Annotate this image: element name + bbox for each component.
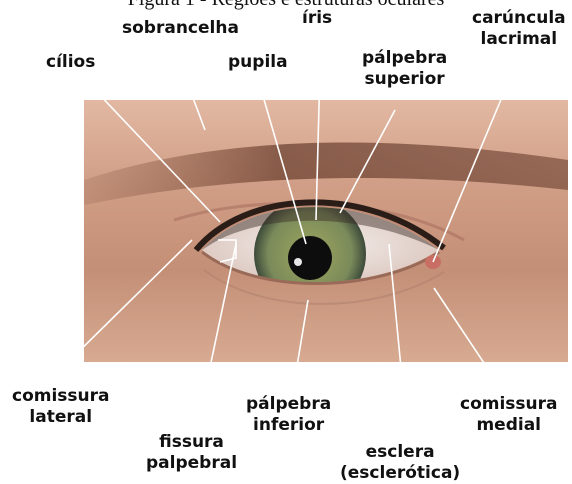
label-palpebra-superior: pálpebra superior <box>362 48 447 90</box>
leader-pupila <box>256 72 306 244</box>
leader-comissura-medial <box>434 288 498 384</box>
leader-cilios <box>78 72 220 222</box>
label-caruncula-lacrimal: carúncula lacrimal <box>472 8 566 50</box>
leader-caruncula <box>433 90 505 262</box>
label-esclera: esclera (esclerótica) <box>340 442 460 484</box>
label-pupila: pupila <box>228 52 288 73</box>
label-cilios: cílios <box>46 52 95 73</box>
label-comissura-lateral: comissura lateral <box>12 386 110 428</box>
palpebral-fissure-marker <box>218 240 236 262</box>
leader-fissura <box>198 244 236 424</box>
leader-comissura-lateral <box>62 240 192 368</box>
leader-palpebra-inferior <box>294 300 308 384</box>
label-fissura-palpebral: fissura palpebral <box>146 432 237 474</box>
leader-esclera <box>389 244 408 440</box>
label-sobrancelha: sobrancelha <box>122 18 239 39</box>
leader-iris <box>316 30 321 220</box>
label-comissura-medial: comissura medial <box>460 394 558 436</box>
leader-palpebra-superior <box>340 110 395 213</box>
label-palpebra-inferior: pálpebra inferior <box>246 394 331 436</box>
leader-sobrancelha <box>172 42 205 130</box>
label-iris: íris <box>302 8 332 29</box>
